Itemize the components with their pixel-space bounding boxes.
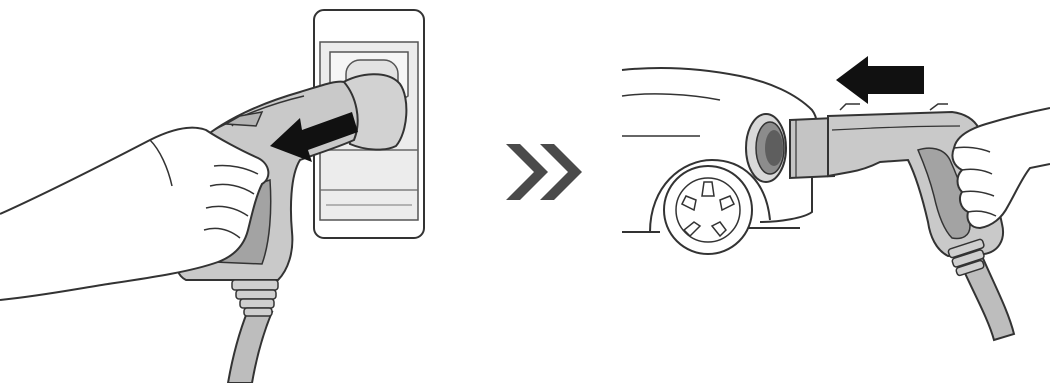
charging-port-icon	[746, 114, 786, 182]
charging-cable	[228, 310, 272, 383]
strain-relief	[232, 280, 278, 316]
wheel-icon	[664, 166, 752, 254]
panel-step-2	[622, 56, 1050, 340]
direction-arrow-icon	[836, 56, 924, 104]
panel-step-1	[0, 10, 424, 383]
double-chevron-right-icon	[506, 144, 582, 200]
